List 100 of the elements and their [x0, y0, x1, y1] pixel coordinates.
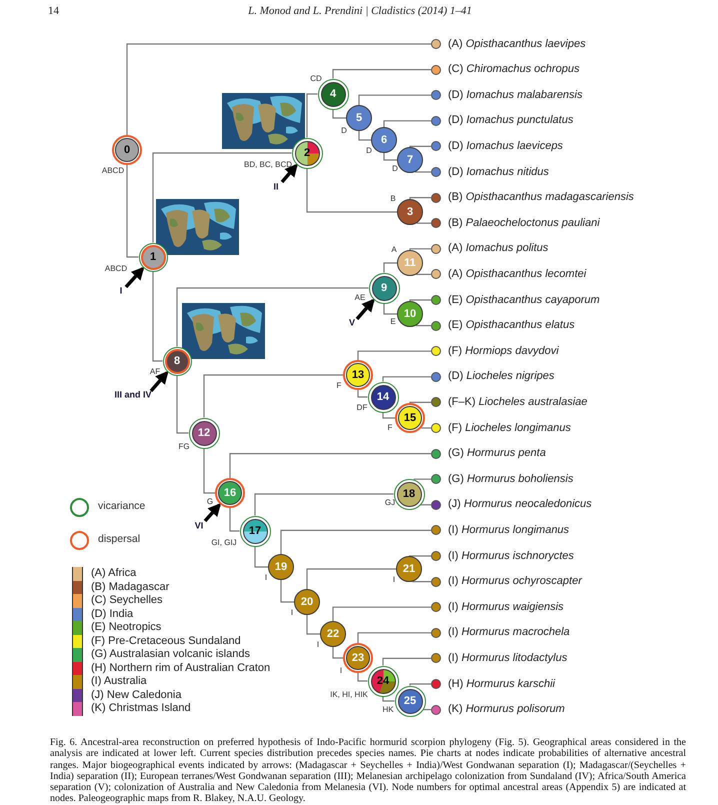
species-name: (A) Opisthacanthus laevipes — [448, 38, 586, 50]
species-name: (K) Hormurus polisorum — [448, 704, 565, 716]
legend-label: (B) Madagascar — [91, 582, 170, 593]
species-name: (I) Hormurus ochyroscapter — [448, 576, 582, 588]
area-label: F — [336, 382, 342, 390]
area-label: I — [316, 641, 320, 649]
branch-line — [416, 325, 431, 326]
legend-label: (G) Australasian volcanic islands — [91, 649, 250, 660]
edge-label: V — [349, 318, 355, 328]
branch-line — [332, 69, 431, 78]
area-label: IK, HI, HIK — [330, 691, 368, 699]
branch-line — [357, 350, 431, 360]
area-label: HK — [382, 706, 394, 714]
event-arrow — [150, 370, 169, 392]
branch-line — [409, 248, 431, 250]
area-label: A — [391, 246, 397, 254]
legend-label: (K) Christmas Island — [91, 703, 191, 714]
node-circle: 2 — [292, 138, 322, 168]
branch-line — [409, 197, 431, 200]
node-circle: 13 — [343, 360, 373, 390]
branch-line — [332, 647, 343, 659]
legend-label: (C) Seychelles — [91, 595, 163, 606]
branch-line — [176, 376, 188, 434]
branch-line — [358, 131, 371, 141]
branch-line — [409, 683, 431, 686]
branch-line — [176, 287, 368, 346]
species-name: (A) Iomachus politus — [448, 243, 548, 254]
branch-line — [152, 152, 292, 242]
area-label: D — [366, 147, 372, 155]
branch-line — [332, 606, 431, 621]
event-arrow — [280, 164, 298, 184]
node-circle: 24 — [368, 666, 398, 696]
branch-line — [383, 304, 397, 315]
branch-line — [409, 146, 431, 148]
branch-line — [203, 374, 343, 418]
branch-line — [415, 171, 431, 173]
event-arrow — [124, 266, 144, 288]
species-name: (D) Iomachus nitidus — [448, 166, 549, 178]
species-name: (I) Hormurus ischnoryctes — [448, 550, 574, 562]
edge-label: VI — [194, 522, 204, 530]
running-header: L. Monod and L. Prendini | Cladistics (2014) 1–41 — [247, 4, 473, 19]
branch-line — [416, 274, 431, 275]
branch-line — [357, 673, 368, 682]
legend-label: (I) Australia — [91, 676, 147, 688]
species-name: (I) Hormurus macrochela — [448, 627, 570, 638]
species-name: (D) Liocheles nigripes — [448, 371, 554, 382]
species-name: (D) Iomachus punctulatus — [448, 115, 574, 126]
branch-line — [229, 453, 431, 478]
branch-line — [306, 615, 320, 635]
legend-label: (A) Africa — [91, 568, 136, 580]
area-label: E — [390, 318, 396, 326]
caption: Fig. 6. Ancestral-area reconstruction on preferred hypothesis of Indo-Pacific hormurid scorpion phylogeny (Fig. 5). Geographical areas considered in the analysis are indicated at lower left. Current species distribution precedes species names. Pie charts at nodes indicate probabilities of alternative ancestral ranges. Major biogeographical events indicated by arrows: (Madagascar + Seychelles + India)/West Gondwanan separation (I); Madagascar/(Seychelles + India) separation (II); European terranes/West Gondwanan separation (III); Melanesian archipelago colonization from Sundaland (IV); Africa/South America separation (V); colonization of Australia and New Caledonia from Melanesia (VI). Node numbers for optimal ancestral areas (Appendix 5) are indicated at nodes. Paleogeographic maps from R. Blakey, N.A.U. Geology. — [50, 737, 686, 805]
branch-line — [382, 412, 395, 419]
area-label: D — [392, 165, 398, 173]
branch-line — [409, 299, 431, 302]
area-label: D — [341, 127, 347, 135]
branch-line — [306, 93, 318, 138]
node-circle: 8 — [162, 346, 192, 376]
node-circle: 23 — [343, 643, 373, 673]
node-circle: 9 — [368, 272, 400, 304]
edge-label: II — [274, 182, 278, 192]
area-label: GI, GIJ — [211, 539, 237, 547]
legend-label: vicariance — [98, 499, 146, 514]
area-label: G — [206, 498, 214, 506]
area-label: I — [392, 576, 396, 584]
branch-line — [306, 568, 396, 589]
species-name: (A) Opisthacanthus lecomtei — [448, 268, 586, 280]
branch-line — [126, 165, 138, 258]
edge-label: I — [120, 286, 122, 296]
legend-label: (H) Northern rim of Australian Craton — [91, 662, 270, 674]
species-name: (J) Hormurus neocaledonicus — [448, 499, 592, 510]
branch-line — [126, 43, 431, 135]
species-name: (F) Hormiops davydovi — [448, 346, 559, 357]
branch-line — [280, 580, 294, 603]
event-arrow — [204, 503, 222, 522]
area-label: AF — [150, 368, 160, 376]
branch-line — [420, 504, 431, 506]
area-label: F — [388, 424, 392, 432]
legend-label: (E) Neotropics — [91, 622, 162, 634]
node-circle: 14 — [368, 382, 398, 412]
area-label: I — [264, 574, 268, 582]
branch-line — [332, 110, 346, 119]
node-circle: 18 — [394, 478, 424, 510]
branch-line — [383, 120, 431, 127]
species-name: (E) Opisthacanthus elatus — [448, 320, 575, 332]
species-name: (H) Hormurus karschii — [448, 678, 555, 690]
branch-line — [409, 402, 431, 404]
branch-line — [416, 222, 431, 224]
node-circle: 17 — [240, 516, 270, 546]
node-circle: 0 — [112, 135, 142, 165]
species-name: (G) Hormurus boholiensis — [448, 474, 574, 485]
area-label: B — [390, 195, 396, 203]
node-circle: 25 — [394, 686, 426, 716]
branch-line — [382, 376, 431, 382]
species-name: (F) Liocheles longimanus — [448, 422, 571, 434]
branch-line — [383, 262, 397, 272]
branch-line — [306, 168, 397, 213]
area-label: ABCD — [104, 265, 128, 273]
branch-line — [229, 508, 240, 532]
species-name: (I) Hormurus waigiensis — [448, 602, 564, 613]
